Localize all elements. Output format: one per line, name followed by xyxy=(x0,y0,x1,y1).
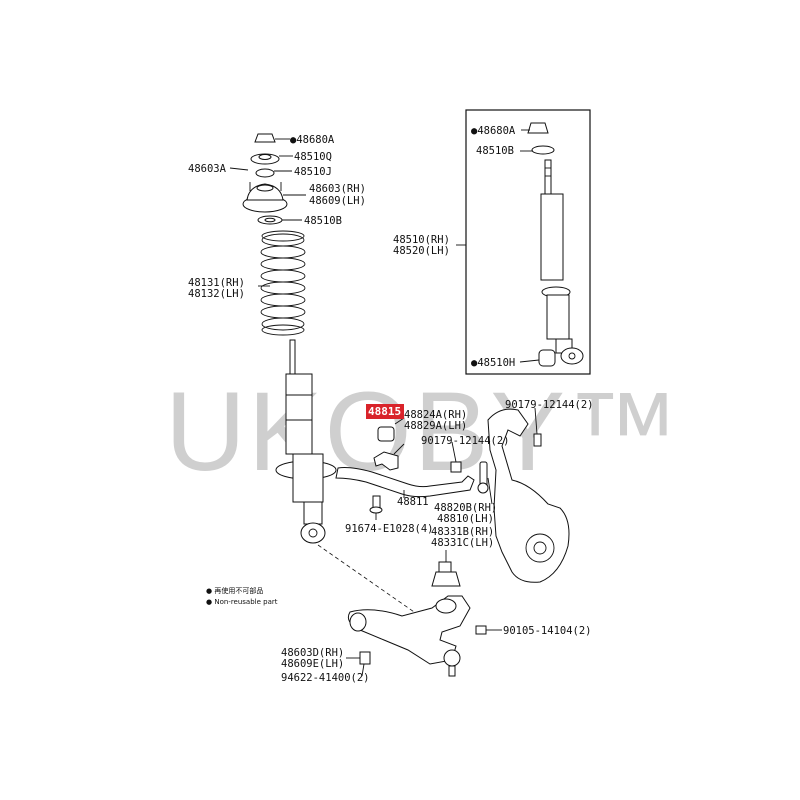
label-48331C: 48331C(LH) xyxy=(431,537,494,549)
label-48510Q: 48510Q xyxy=(294,151,332,163)
strut-labels: ●48680A 48510Q 48510J 48603A 48603(RH) 4… xyxy=(188,134,366,300)
label-90179-a: 90179-12144(2) xyxy=(421,435,510,447)
label-48331B: 48331B(RH) xyxy=(431,526,494,538)
label-48824A: 48824A(RH) xyxy=(404,409,467,421)
label-48810: 48810(LH) xyxy=(437,513,494,525)
label-box-48510H: ●48510H xyxy=(471,357,515,369)
stabilizer-labels: 48824A(RH) 48829A(LH) 90179-12144(2) 901… xyxy=(345,399,594,549)
shock-detail-box xyxy=(456,109,591,375)
label-48510-rh: 48510(RH) xyxy=(393,234,450,246)
stabilizer-assembly xyxy=(335,407,570,587)
label-48680A: ●48680A xyxy=(290,134,335,146)
legend-cn: ● 再使用不可部品 xyxy=(206,586,263,595)
watermark: UKOBY™ xyxy=(165,369,681,494)
label-48520-lh: 48520(LH) xyxy=(393,245,450,257)
label-90179-b: 90179-12144(2) xyxy=(505,399,594,411)
coil-spring xyxy=(260,230,306,336)
label-48510B: 48510B xyxy=(304,215,342,227)
shock-absorber xyxy=(275,339,337,544)
highlight-label: 48815 xyxy=(368,405,401,418)
label-48609E: 48609E(LH) xyxy=(281,658,344,670)
legend: ● 再使用不可部品 ● Non-reusable part xyxy=(206,586,278,606)
legend-en: ● Non-reusable part xyxy=(206,598,278,606)
label-48603-rh: 48603(RH) xyxy=(309,183,366,195)
lower-arm-labels: 90105-14104(2) 48603D(RH) 48609E(LH) 946… xyxy=(281,625,592,684)
label-90105: 90105-14104(2) xyxy=(503,625,592,637)
shock-labels: ●48680A 48510B 48510(RH) 48520(LH) ●4851… xyxy=(393,125,516,369)
label-48603A: 48603A xyxy=(188,163,227,175)
label-48603D: 48603D(RH) xyxy=(281,647,344,659)
highlight-48815[interactable]: 48815 xyxy=(366,404,404,419)
strut-assembly xyxy=(242,133,337,544)
lower-arm-assembly xyxy=(317,544,502,677)
label-48820B: 48820B(RH) xyxy=(434,502,497,514)
label-48829A: 48829A(LH) xyxy=(404,420,467,432)
label-48131-rh: 48131(RH) xyxy=(188,277,245,289)
label-48132-lh: 48132(LH) xyxy=(188,288,245,300)
label-48609-lh: 48609(LH) xyxy=(309,195,366,207)
label-box-48680A: ●48680A xyxy=(471,125,516,137)
label-91674: 91674-E1028(4) xyxy=(345,523,434,535)
strut-leader-lines xyxy=(229,138,306,287)
label-48510J: 48510J xyxy=(294,166,332,178)
label-48811: 48811 xyxy=(397,496,429,508)
label-box-48510B: 48510B xyxy=(476,145,514,157)
label-94622: 94622-41400(2) xyxy=(281,672,370,684)
